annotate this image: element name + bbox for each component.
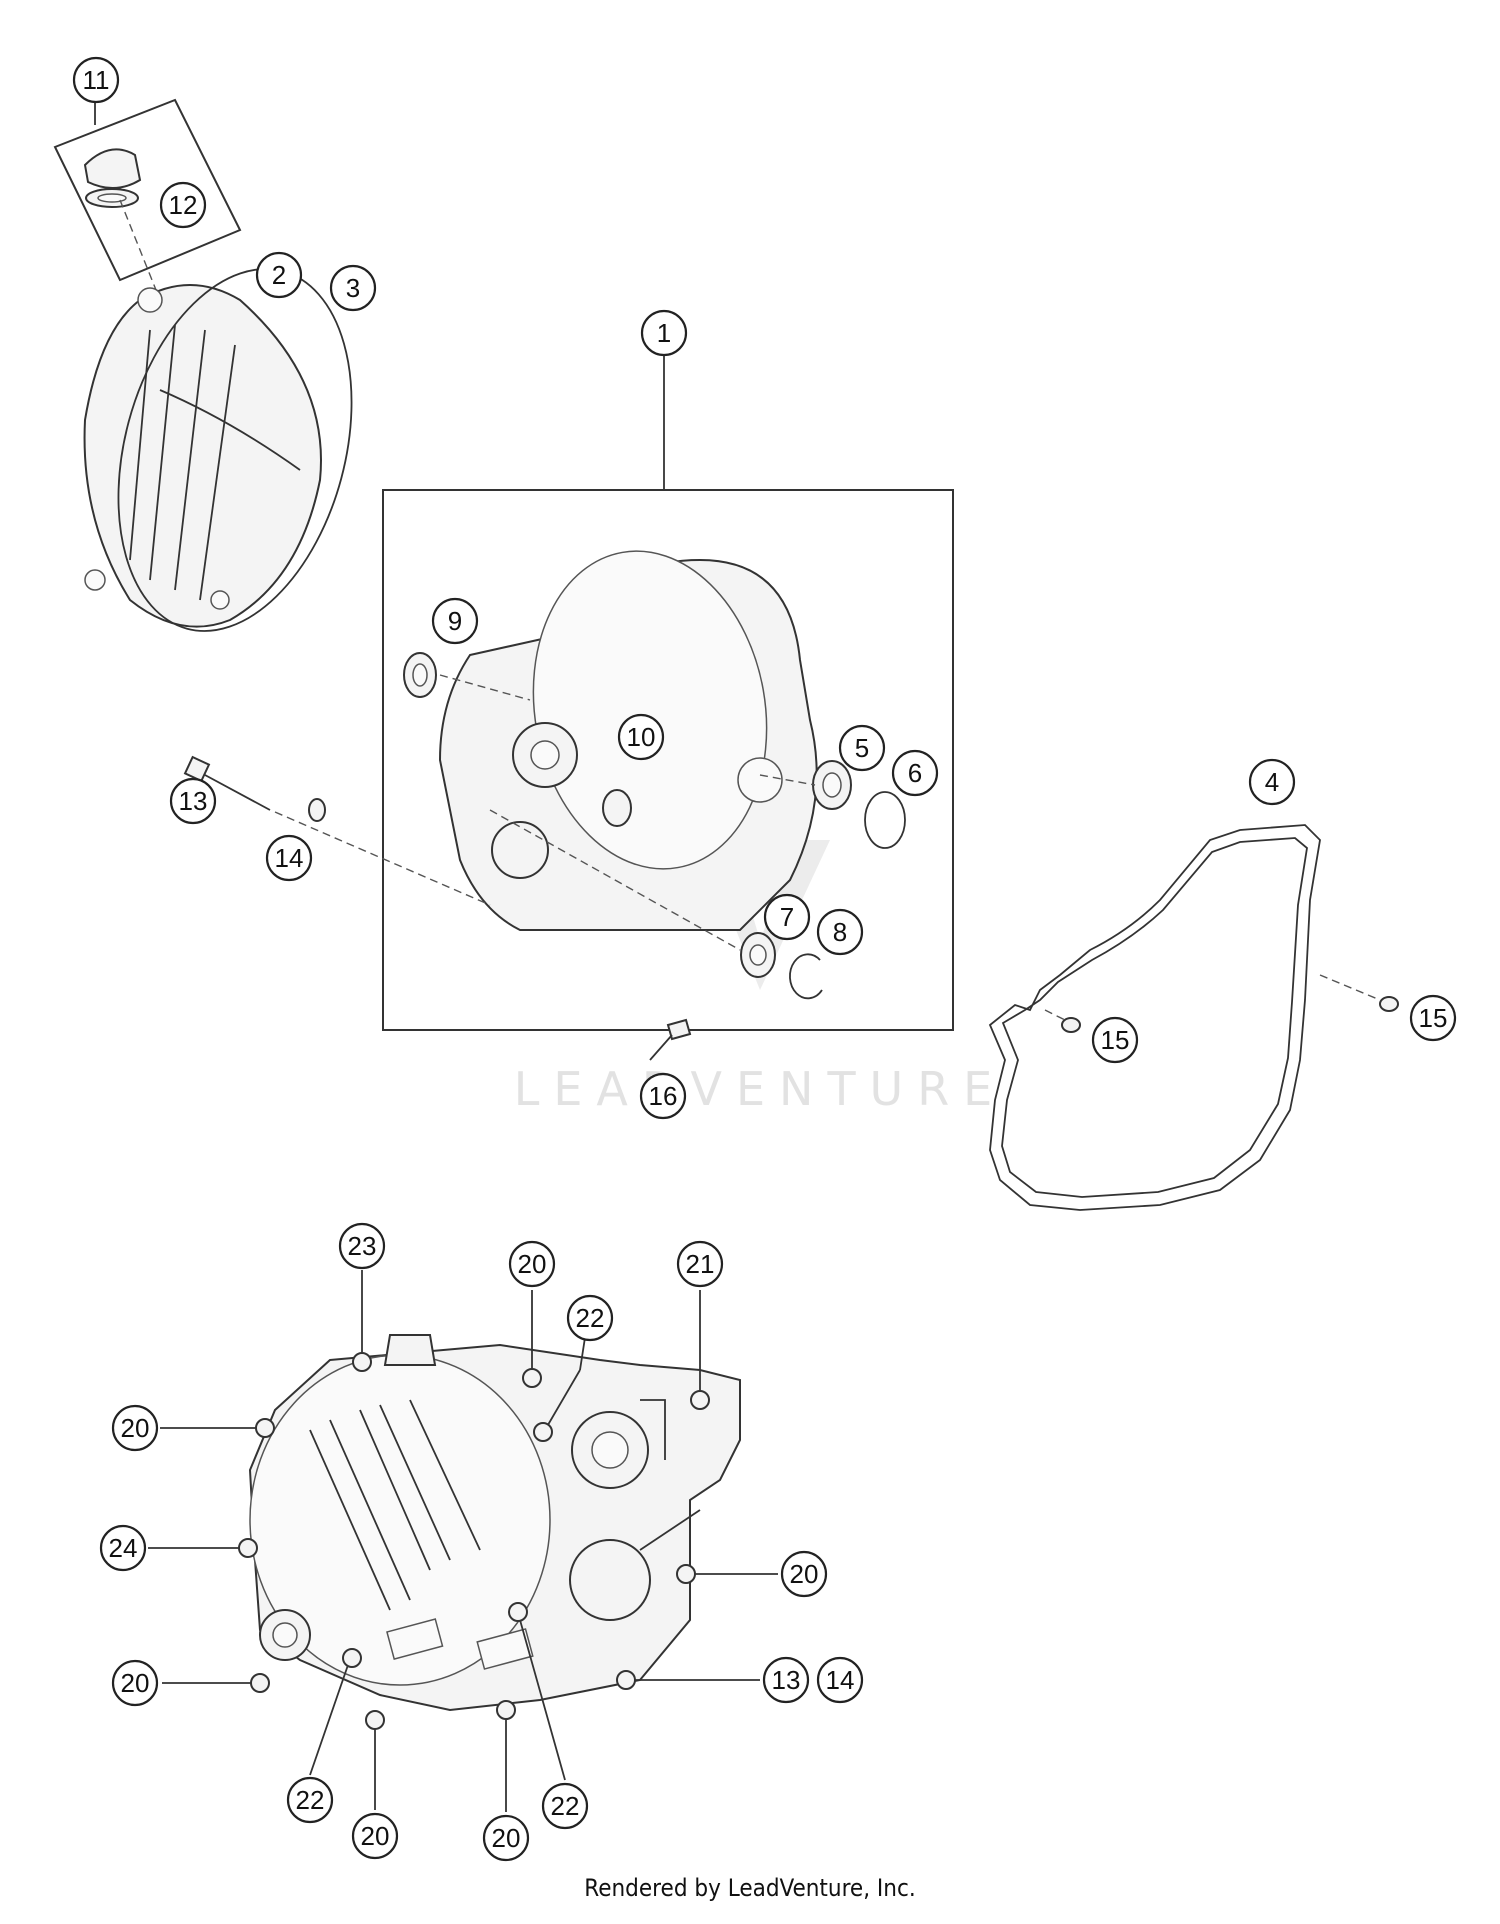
- svg-text:2: 2: [272, 260, 286, 290]
- callout-20-right: 20: [780, 1550, 828, 1598]
- svg-text:22: 22: [576, 1303, 605, 1333]
- callout-3: 3: [329, 264, 377, 312]
- svg-text:8: 8: [833, 917, 847, 947]
- bushing-10: [602, 789, 632, 827]
- callout-13-assembly: 13: [762, 1656, 810, 1704]
- oil-filler-plug: [83, 148, 142, 189]
- svg-text:20: 20: [518, 1249, 547, 1279]
- svg-text:11: 11: [83, 65, 110, 95]
- plug-detail-box: [53, 98, 242, 282]
- svg-text:20: 20: [790, 1559, 819, 1589]
- callout-4: 4: [1248, 758, 1296, 806]
- callout-14: 14: [265, 834, 313, 882]
- oil-filler-plug-group: [53, 98, 242, 301]
- svg-text:20: 20: [492, 1823, 521, 1853]
- outer-clutch-cover: [83, 284, 322, 628]
- svg-text:6: 6: [908, 758, 922, 788]
- svg-text:4: 4: [1265, 767, 1279, 797]
- svg-text:12: 12: [169, 190, 198, 220]
- callout-5: 5: [838, 724, 886, 772]
- washer-14: [308, 798, 326, 822]
- svg-text:16: 16: [649, 1081, 678, 1111]
- callout-9: 9: [431, 597, 479, 645]
- svg-text:15: 15: [1101, 1025, 1130, 1055]
- svg-text:20: 20: [121, 1413, 150, 1443]
- callout-2: 2: [255, 251, 303, 299]
- callout-22-top: 22: [566, 1294, 614, 1342]
- clutch-cover-gasket: [988, 824, 1321, 1211]
- svg-text:20: 20: [361, 1821, 390, 1851]
- svg-text:22: 22: [551, 1791, 580, 1821]
- callout-14-assembly: 14: [816, 1656, 864, 1704]
- svg-text:3: 3: [346, 273, 360, 303]
- svg-text:13: 13: [179, 786, 208, 816]
- callout-20-left-upper: 20: [111, 1404, 159, 1452]
- callout-10: 10: [617, 713, 665, 761]
- svg-text:5: 5: [855, 733, 869, 763]
- callout-7: 7: [763, 893, 811, 941]
- circlip-8: [789, 953, 823, 1000]
- assembled-cover-view: [248, 1334, 741, 1712]
- callout-16: 16: [639, 1072, 687, 1120]
- callout-13: 13: [169, 777, 217, 825]
- dowel-15b: [1379, 996, 1399, 1012]
- svg-text:13: 13: [772, 1665, 801, 1695]
- callout-21: 21: [676, 1240, 724, 1288]
- callout-20-bottom-right: 20: [482, 1814, 530, 1862]
- callout-22-bottom-left: 22: [286, 1776, 334, 1824]
- svg-text:22: 22: [296, 1785, 325, 1815]
- oring-6: [864, 791, 906, 849]
- svg-text:14: 14: [826, 1665, 855, 1695]
- svg-text:10: 10: [627, 722, 656, 752]
- callout-22-bottom-right: 22: [541, 1782, 589, 1830]
- callout-23: 23: [338, 1222, 386, 1270]
- callout-8: 8: [816, 908, 864, 956]
- footer-credit: Rendered by LeadVenture, Inc.: [584, 1874, 916, 1902]
- svg-text:24: 24: [109, 1533, 138, 1563]
- callout-labels: 11 12 2 3 1 9 10 5 6 4 13 14 7 8 16 15 1…: [72, 56, 1457, 1862]
- callout-24: 24: [99, 1524, 147, 1572]
- callout-15-right: 15: [1409, 994, 1457, 1042]
- clutch-cover-assembly-group: [382, 355, 954, 1061]
- callout-6: 6: [891, 749, 939, 797]
- callout-1: 1: [640, 309, 688, 357]
- screw-16: [666, 1018, 692, 1041]
- svg-text:1: 1: [657, 318, 671, 348]
- svg-text:23: 23: [348, 1231, 377, 1261]
- callout-20-left-lower: 20: [111, 1659, 159, 1707]
- assembly-bolts-and-arrows: [148, 1270, 778, 1812]
- svg-text:14: 14: [275, 843, 304, 873]
- callout-20-bottom-left: 20: [351, 1812, 399, 1860]
- callout-20-top: 20: [508, 1240, 556, 1288]
- svg-text:7: 7: [780, 902, 794, 932]
- svg-text:15: 15: [1419, 1003, 1448, 1033]
- bolt-washer-group: [183, 755, 491, 906]
- svg-text:9: 9: [448, 606, 462, 636]
- callout-12: 12: [159, 181, 207, 229]
- clutch-cover-detail-box: [382, 489, 954, 1031]
- dowel-15a: [1061, 1017, 1081, 1033]
- callout-15-left: 15: [1091, 1016, 1139, 1064]
- watermark-text: LEADVENTURE: [514, 1062, 1007, 1116]
- svg-text:20: 20: [121, 1668, 150, 1698]
- callout-11: 11: [72, 56, 120, 104]
- svg-text:21: 21: [686, 1249, 715, 1279]
